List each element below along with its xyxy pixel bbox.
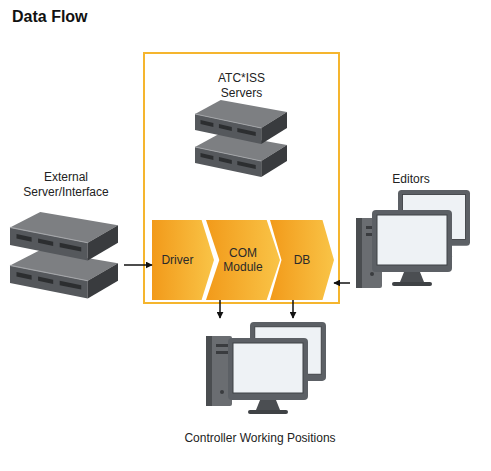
node-label: Controller Working Positions — [175, 431, 345, 446]
node-label: Driver — [152, 220, 203, 300]
node-label: External Server/Interface — [14, 170, 118, 200]
chevron-fill — [152, 220, 214, 300]
diagram-title: Data Flow — [12, 8, 88, 26]
node-label: COM Module — [219, 220, 266, 300]
node-label: ATC*ISS Servers — [202, 71, 282, 101]
workstation-group: Controller Working Positions — [175, 318, 345, 446]
node-label: DB — [282, 220, 323, 300]
flow-arrow — [334, 282, 350, 284]
process-chevron: COM Module — [206, 220, 280, 300]
process-chevron: Driver — [152, 220, 214, 300]
server-group: External Server/Interface — [8, 168, 124, 302]
workstation-group: Editors — [350, 170, 472, 302]
flow-arrow — [124, 264, 152, 266]
server-cluster: ATC*ISS ServersDriver COM Module DB — [143, 52, 340, 304]
process-chevron: DB — [270, 220, 334, 300]
node-label: Editors — [356, 172, 466, 187]
chevron-fill — [206, 220, 280, 300]
chevron-fill — [270, 220, 334, 300]
